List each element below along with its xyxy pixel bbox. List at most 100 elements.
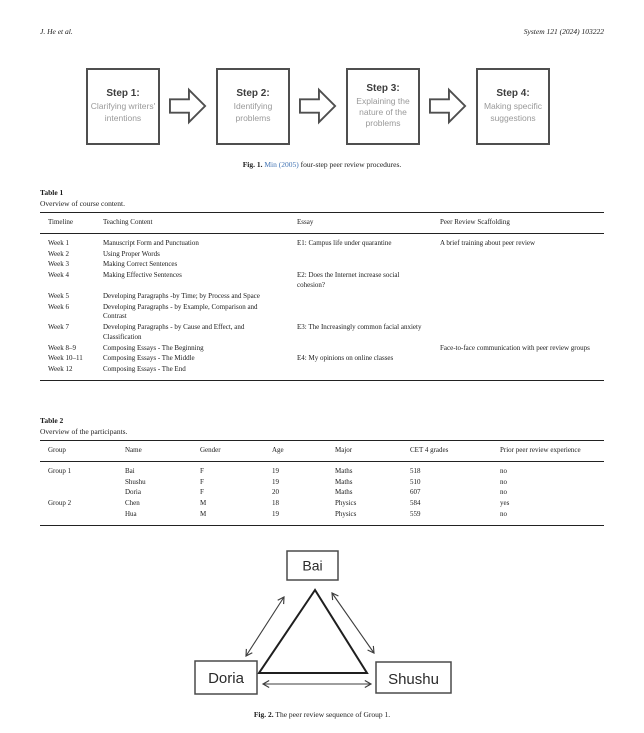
table-cell — [297, 343, 440, 354]
table-cell — [440, 271, 604, 292]
table-cell: no — [500, 477, 507, 486]
right-block-arrow-icon — [429, 87, 467, 125]
step-box-4: Step 4: Making specific suggestions — [476, 67, 550, 145]
triangle-shape — [257, 588, 369, 674]
table-cell: Developing Paragraphs -by Time; by Proce… — [103, 291, 260, 300]
table-cell: Physics — [335, 499, 357, 508]
table-row: Week 10–11 Composing Essays - The Middle E… — [40, 354, 604, 365]
table-cell: Physics — [335, 510, 357, 519]
figure1-caption: Fig. 1. Min (2005) four-step peer review… — [0, 160, 644, 169]
table-row: Week 5 Developing Paragraphs -by Time; by… — [40, 291, 604, 302]
table-cell — [297, 249, 440, 260]
table-cell: 19 — [272, 510, 279, 519]
table-cell: 584 — [410, 499, 421, 508]
table-cell: Week 4 — [48, 271, 70, 280]
table-cell: 18 — [272, 499, 279, 508]
column-header: Age — [272, 446, 284, 454]
table-cell: Developing Paragraphs - by Cause and Eff… — [103, 323, 245, 341]
table-cell: Shushu — [125, 477, 146, 486]
column-header: Name — [125, 446, 142, 454]
right-block-arrow-icon — [299, 87, 337, 125]
table-cell: F — [200, 477, 204, 486]
table-cell: no — [500, 510, 507, 519]
table-cell: 518 — [410, 466, 421, 475]
citation-link[interactable]: Min (2005) — [264, 160, 299, 169]
table-cell: F — [200, 466, 204, 475]
table-row: Week 1 Manuscript Form and Punctuation E1:… — [40, 233, 604, 249]
table-cell: Week 10–11 — [48, 354, 83, 363]
column-header: Gender — [200, 446, 221, 454]
figure2-caption-label: Fig. 2. — [253, 710, 274, 719]
table-cell — [440, 302, 604, 323]
column-header: Prior peer review experience — [500, 446, 581, 454]
table-cell: yes — [500, 499, 510, 508]
step-box-1: Step 1: Clarifying writers' intentions — [86, 67, 160, 145]
figure2-caption: Fig. 2. The peer review sequence of Grou… — [0, 710, 644, 719]
double-arrow-left — [245, 596, 285, 657]
table-cell: E4: My opinions on online classes — [297, 354, 394, 363]
node-label-shushu: Shushu — [388, 671, 439, 688]
table-cell: Manuscript Form and Punctuation — [103, 238, 199, 247]
table-cell: Chen — [125, 499, 140, 508]
table-cell: 559 — [410, 510, 421, 519]
table-cell: Composing Essays - The Beginning — [103, 343, 204, 352]
table-cell: 19 — [272, 466, 279, 475]
table-cell: Composing Essays - The Middle — [103, 354, 195, 363]
table-cell: M — [200, 510, 207, 519]
figure2-caption-text: The peer review sequence of Group 1. — [275, 710, 391, 719]
table-cell: Week 5 — [48, 291, 70, 300]
table-cell: Group 1 — [48, 466, 72, 475]
table-row: Group 1 Bai F 19 Maths 518 no — [40, 461, 604, 477]
table-cell: Week 12 — [48, 365, 73, 374]
table-cell — [40, 509, 125, 525]
table-cell: Week 7 — [48, 323, 70, 332]
table-cell — [40, 488, 125, 499]
table-cell: E2: Does the Internet increase social co… — [297, 271, 400, 289]
table-cell: Week 8–9 — [48, 343, 77, 352]
step-desc: Explaining the nature of the problems — [356, 95, 410, 129]
figure1-caption-text: four-step peer review procedures. — [300, 160, 402, 169]
figure1-flow-diagram: Step 1: Clarifying writers' intentions S… — [86, 66, 550, 146]
right-block-arrow-icon — [169, 87, 207, 125]
column-header: Group — [48, 446, 66, 454]
table-cell: Week 2 — [48, 249, 70, 258]
step-title: Step 4: — [496, 88, 530, 100]
table-cell — [440, 354, 604, 365]
table-cell: Week 1 — [48, 238, 70, 247]
table-cell: 510 — [410, 477, 421, 486]
table-cell: Bai — [125, 466, 135, 475]
table-cell: Using Proper Words — [103, 249, 160, 258]
table-cell: 607 — [410, 488, 421, 497]
table-cell: Maths — [335, 466, 353, 475]
table-cell — [40, 477, 125, 488]
table-cell — [440, 365, 604, 381]
table-row: Hua M 19 Physics 559 no — [40, 509, 604, 525]
table-cell — [297, 291, 440, 302]
table-cell: Hua — [125, 510, 137, 519]
table-cell — [297, 302, 440, 323]
table2-block: Table 2 Overview of the participants. Gr… — [40, 416, 604, 526]
table2-label: Table 2 — [40, 416, 64, 425]
column-header: Timeline — [48, 218, 74, 226]
table-cell: E1: Campus life under quarantine — [297, 238, 392, 247]
node-box-bai — [286, 550, 339, 581]
table-cell: no — [500, 466, 507, 475]
journal-citation: System 121 (2024) 103222 — [523, 27, 604, 36]
column-header: Teaching Content — [103, 218, 153, 226]
table2-caption: Overview of the participants. — [40, 427, 128, 436]
column-header: Peer Review Scaffolding — [440, 218, 510, 226]
table-cell — [440, 249, 604, 260]
step-title: Step 2: — [236, 88, 270, 100]
table-cell: Week 3 — [48, 260, 70, 269]
table-row: Week 8–9 Composing Essays - The Beginning… — [40, 343, 604, 354]
running-head: J. He et al. System 121 (2024) 103222 — [40, 27, 604, 36]
table-cell: 20 — [272, 488, 279, 497]
table-cell — [440, 260, 604, 271]
column-header: CET 4 grades — [410, 446, 449, 454]
